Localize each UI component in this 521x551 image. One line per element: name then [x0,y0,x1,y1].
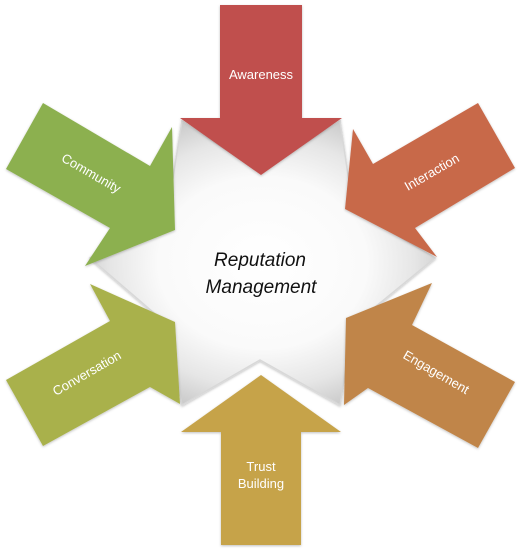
arrow-awareness: Awareness [180,5,342,175]
arrow-awareness-shape [180,5,342,175]
arrow-trust-building-shape [181,375,341,545]
arrow-community-shape [6,103,175,266]
arrow-engagement-shape [344,283,515,448]
arrow-interaction: Interaction [345,103,515,257]
arrow-community: Community [6,103,175,266]
center-title-line-2: Management [206,277,318,298]
arrow-engagement: Engagement [344,283,515,448]
arrow-conversation: Conversation [6,284,180,446]
center-title-line-1: Reputation [214,250,306,271]
arrow-awareness-label: Awareness [229,67,294,82]
arrow-trust-building-label: Trust [246,459,276,474]
arrow-interaction-shape [345,103,515,257]
arrow-trust-building-label-2: Building [238,476,284,491]
arrow-conversation-shape [6,284,180,446]
arrow-trust-building: Trust Building [181,375,341,545]
